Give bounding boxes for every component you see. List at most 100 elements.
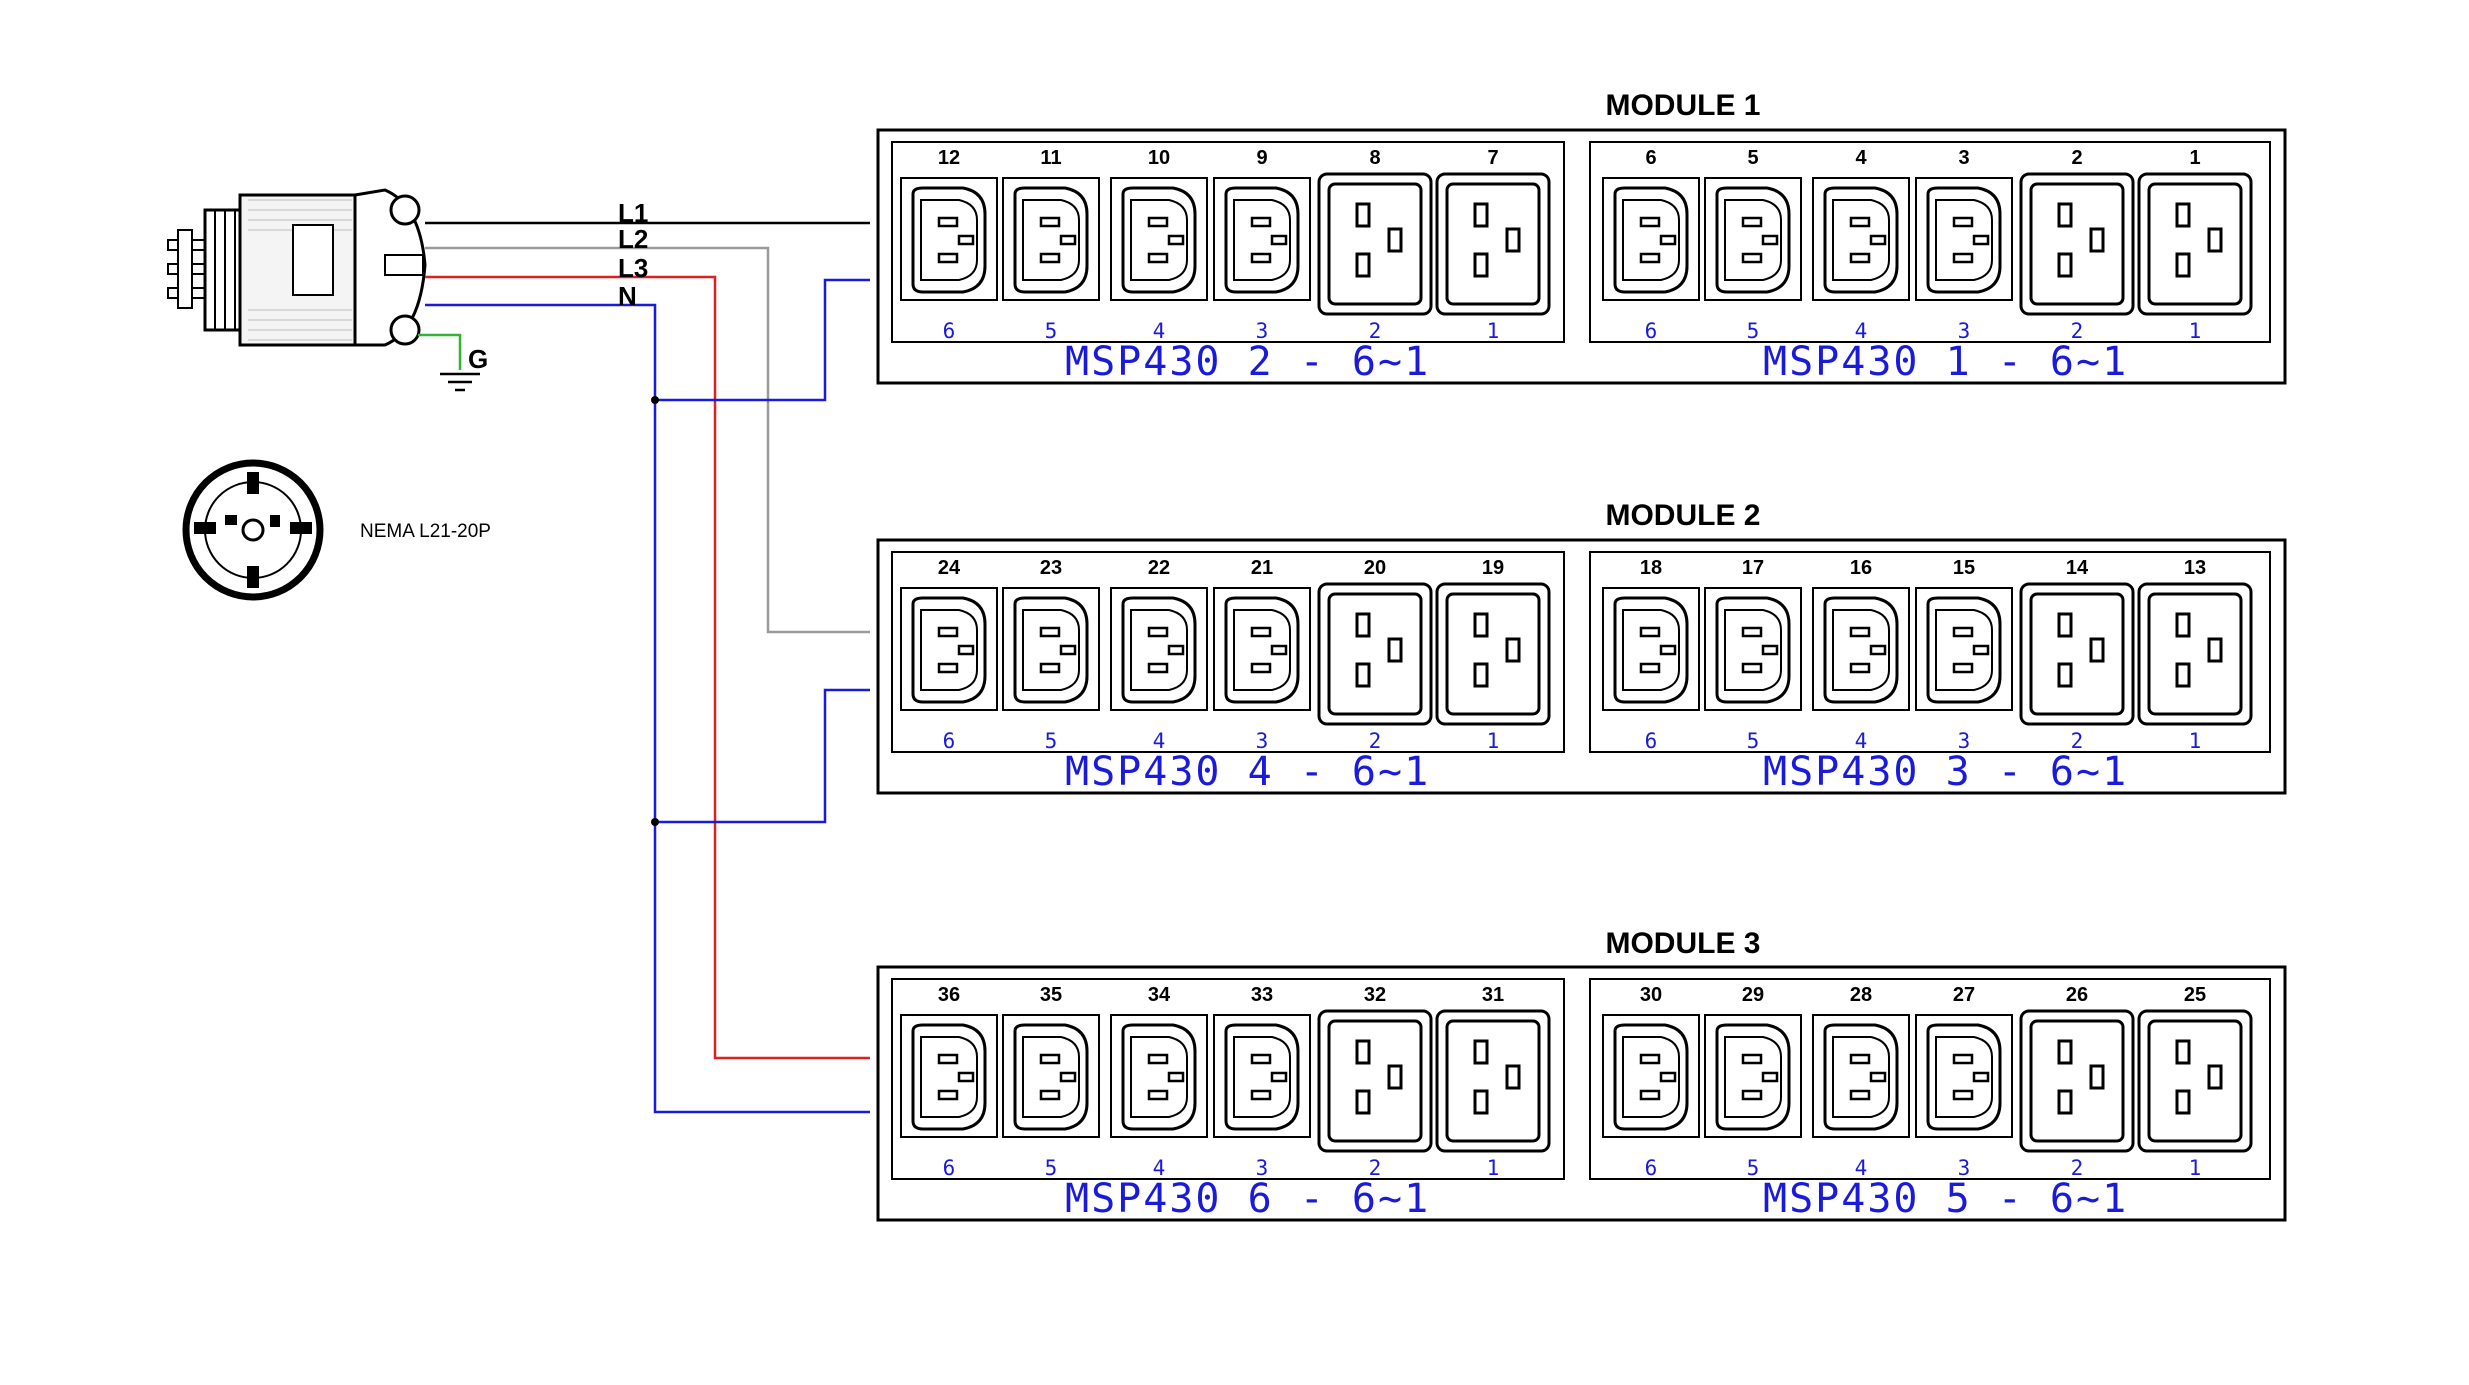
outlet-sub-number: 2 xyxy=(1369,1156,1382,1180)
outlet-sub-number: 6 xyxy=(1645,729,1658,753)
outlet-sub-number: 4 xyxy=(1855,1156,1868,1180)
outlet-c13: 28 4 xyxy=(1812,984,1910,1180)
outlet-sub-number: 4 xyxy=(1153,1156,1166,1180)
outlet-number: 25 xyxy=(2184,984,2206,1006)
outlet-c13: 93 xyxy=(1213,147,1311,343)
outlet-sub-number: 4 xyxy=(1855,319,1868,343)
outlet-c13: 126 xyxy=(900,147,998,343)
outlet-c13: 21 3 xyxy=(1213,557,1311,753)
outlet-c19: 11 xyxy=(2137,147,2253,343)
outlet-sub-number: 2 xyxy=(1369,319,1382,343)
outlet-sub-number: 2 xyxy=(1369,729,1382,753)
outlet-sub-number: 6 xyxy=(1645,319,1658,343)
outlet-number: 31 xyxy=(1482,984,1504,1006)
outlet-number: 19 xyxy=(1482,557,1504,579)
wire-l3 xyxy=(425,275,870,1060)
outlet-c13: 66 xyxy=(1602,147,1700,343)
outlet-sub-number: 5 xyxy=(1747,1156,1760,1180)
outlet-sub-number: 4 xyxy=(1153,319,1166,343)
outlet-number: 17 xyxy=(1742,557,1764,579)
outlet-c13: 29 5 xyxy=(1704,984,1802,1180)
outlet-c19: 26 2 xyxy=(2019,984,2135,1180)
outlet-number: 7 xyxy=(1487,147,1498,169)
pdu-label: MSP430 2 - 6~1 xyxy=(1065,339,1430,385)
outlet-sub-number: 4 xyxy=(1855,729,1868,753)
outlet-c13: 306 xyxy=(1602,984,1700,1180)
wire-ground xyxy=(418,333,480,392)
outlet-c13: 246 xyxy=(900,557,998,753)
outlet-c19: 311 xyxy=(1435,984,1551,1180)
outlet-c13: 18 6 xyxy=(1602,557,1700,753)
outlet-number: 35 xyxy=(1040,984,1062,1006)
outlet-sub-number: 1 xyxy=(2189,729,2202,753)
outlet-number: 10 xyxy=(1148,147,1170,169)
outlet-c19: 20 2 xyxy=(1317,557,1433,753)
outlet-sub-number: 5 xyxy=(1045,319,1058,343)
outlet-number: 30 xyxy=(1640,984,1662,1006)
outlet-number: 3 xyxy=(1958,147,1969,169)
outlet-c19: 13 1 xyxy=(2137,557,2253,753)
pdu-label: MSP430 1 - 6~1 xyxy=(1763,339,2128,385)
outlet-c13: 115 xyxy=(1002,147,1100,343)
outlet-c19: 14 2 xyxy=(2019,557,2135,753)
outlet-number: 34 xyxy=(1148,984,1171,1006)
outlet-c19: 82 xyxy=(1317,147,1433,343)
outlet-sub-number: 2 xyxy=(2071,729,2084,753)
outlet-number: 36 xyxy=(938,984,960,1006)
module-title: MODULE 1 xyxy=(1605,89,1760,122)
outlet-c13: 44 xyxy=(1812,147,1910,343)
outlet-c13: 17 5 xyxy=(1704,557,1802,753)
outlet-c13: 153 xyxy=(1915,557,2013,753)
outlet-sub-number: 3 xyxy=(1256,729,1269,753)
outlet-c13: 164 xyxy=(1812,557,1910,753)
outlet-number: 20 xyxy=(1364,557,1386,579)
outlet-number: 21 xyxy=(1251,557,1273,579)
outlet-number: 4 xyxy=(1855,147,1867,169)
outlet-number: 12 xyxy=(938,147,960,169)
outlet-number: 9 xyxy=(1256,147,1267,169)
outlet-sub-number: 6 xyxy=(943,729,956,753)
module-title: MODULE 3 xyxy=(1605,927,1760,960)
outlet-c13: 55 xyxy=(1704,147,1802,343)
outlet-number: 27 xyxy=(1953,984,1975,1006)
wire-neutral xyxy=(425,278,870,1114)
outlet-sub-number: 2 xyxy=(2071,1156,2084,1180)
wire-l2 xyxy=(425,246,870,634)
outlet-number: 6 xyxy=(1645,147,1656,169)
outlet-sub-number: 1 xyxy=(2189,1156,2202,1180)
outlet-sub-number: 1 xyxy=(1487,729,1500,753)
outlet-c19: 25 1 xyxy=(2137,984,2253,1180)
outlet-number: 13 xyxy=(2184,557,2206,579)
outlet-sub-number: 5 xyxy=(1747,729,1760,753)
outlet-number: 23 xyxy=(1040,557,1062,579)
pdu-label: MSP430 5 - 6~1 xyxy=(1763,1176,2128,1222)
outlet-number: 28 xyxy=(1850,984,1872,1006)
outlet-sub-number: 5 xyxy=(1045,1156,1058,1180)
outlet-c13: 34 4 xyxy=(1110,984,1208,1180)
outlet-sub-number: 3 xyxy=(1958,319,1971,343)
outlet-sub-number: 6 xyxy=(943,1156,956,1180)
outlet-c13: 33 xyxy=(1915,147,2013,343)
outlet-number: 33 xyxy=(1251,984,1273,1006)
outlet-sub-number: 3 xyxy=(1256,1156,1269,1180)
outlet-number: 26 xyxy=(2066,984,2088,1006)
wire-label-l3: L3 xyxy=(618,253,648,283)
outlet-c19: 71 xyxy=(1435,147,1551,343)
outlet-number: 14 xyxy=(2066,557,2089,579)
outlet-number: 29 xyxy=(1742,984,1764,1006)
outlet-c19: 322 xyxy=(1317,984,1433,1180)
outlet-number: 18 xyxy=(1640,557,1662,579)
outlet-sub-number: 1 xyxy=(1487,319,1500,343)
outlet-sub-number: 5 xyxy=(1747,319,1760,343)
pdu-label: MSP430 4 - 6~1 xyxy=(1065,749,1430,795)
pdu-unit-right: 306 29 5 28 4 273 26 2 25 1 MSP430 5 - 6~1 xyxy=(1589,978,2271,1222)
wire-label-n: N xyxy=(618,281,637,311)
pdu-label: MSP430 6 - 6~1 xyxy=(1065,1176,1430,1222)
outlet-c13: 273 xyxy=(1915,984,2013,1180)
module-title: MODULE 2 xyxy=(1605,499,1760,532)
outlet-c19: 22 xyxy=(2019,147,2135,343)
